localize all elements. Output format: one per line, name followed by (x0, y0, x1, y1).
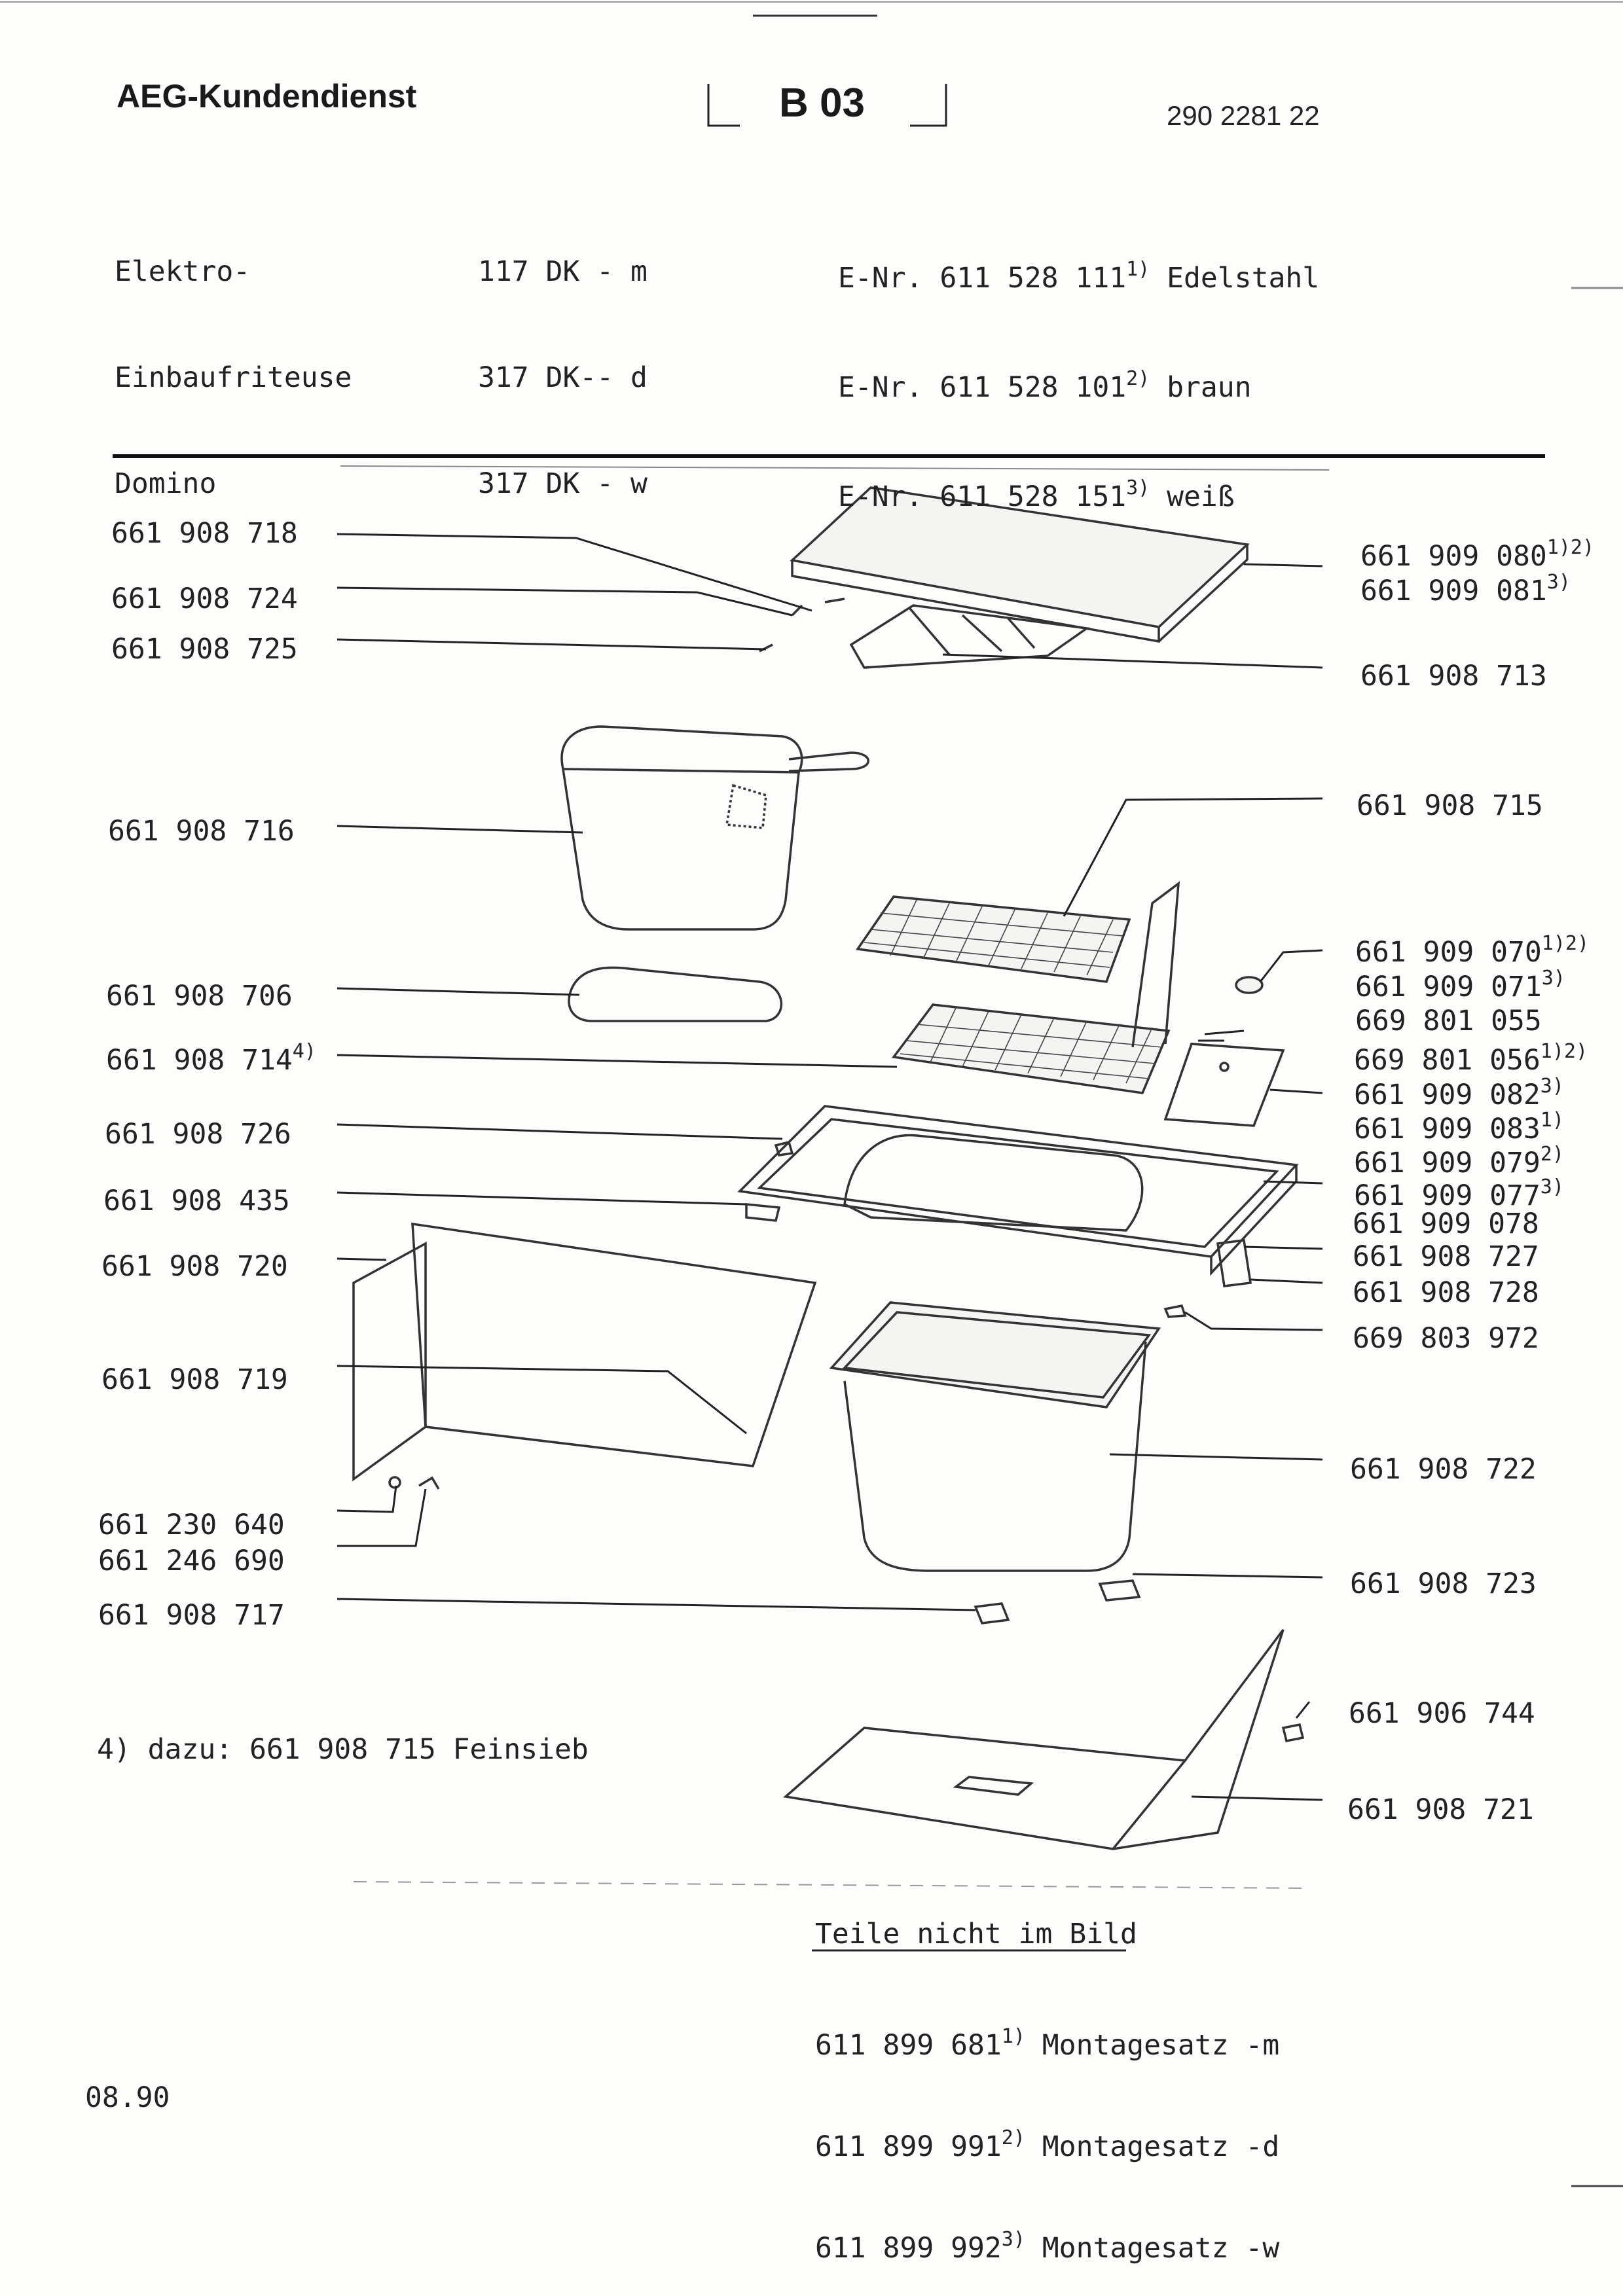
part-label: 661 909 0792) (1354, 1143, 1564, 1179)
part-label: 661 908 719 (101, 1363, 288, 1396)
section-code: B 03 (779, 81, 865, 126)
enr-list: E-Nr. 611 528 1111) Edelstahl E-Nr. 611 … (838, 258, 1320, 513)
part-label: 661 230 640 (98, 1509, 285, 1541)
switch-plate-part (1163, 1043, 1285, 1127)
doc-number: 290 2281 22 (1167, 100, 1320, 131)
part-label: 661 908 726 (105, 1118, 291, 1151)
part-label: 661 908 723 (1350, 1568, 1537, 1600)
bottom-cover-part (783, 1628, 1285, 1850)
part-label: 661 909 0801)2) (1360, 536, 1595, 573)
basket-part (560, 725, 869, 931)
part-label: 661 908 725 (111, 633, 298, 666)
left-leader-lines (337, 533, 976, 1611)
date-stamp: 08.90 (85, 2081, 170, 2114)
part-label: 661 908 727 (1353, 1240, 1539, 1273)
brand-title: AEG-Kundendienst (117, 78, 417, 115)
frame-part (737, 1105, 1299, 1276)
part-label: 661 908 724 (111, 583, 298, 615)
lid-holder-part (849, 604, 1090, 669)
back-panel-part (1131, 881, 1180, 1048)
lid-part (790, 486, 1250, 643)
footnote: 4) dazu: 661 908 715 Feinsieb (97, 1733, 589, 1766)
fine-sieve-part (855, 895, 1131, 983)
product-name: Elektro- Einbaufriteuse Domino (115, 255, 352, 500)
part-label: 661 909 078 (1353, 1208, 1539, 1240)
grid-sieve-part (891, 1003, 1171, 1094)
part-label: 661 909 0813) (1360, 571, 1571, 607)
part-label: 661 908 728 (1353, 1276, 1539, 1309)
part-label: 661 908 715 (1357, 789, 1543, 822)
part-label: 669 801 0561)2) (1354, 1040, 1588, 1077)
section-bracket-left (707, 84, 740, 127)
thermostat-part (1216, 1239, 1252, 1287)
valve-part (974, 1602, 1010, 1624)
screw-part (388, 1476, 401, 1489)
part-label: 661 908 7144) (106, 1040, 316, 1077)
part-label: 669 803 972 (1353, 1322, 1539, 1355)
bracket-part (1098, 1579, 1141, 1602)
part-label: 661 906 744 (1349, 1697, 1535, 1730)
side-panel-part (352, 1222, 817, 1482)
clip-part (1281, 1723, 1305, 1743)
not-pictured-list: 611 899 6811) Montagesatz -m 611 899 991… (815, 2025, 1280, 2265)
knob-part (1235, 976, 1264, 994)
part-label: 661 909 0831) (1354, 1109, 1564, 1145)
part-label: 661 908 717 (98, 1599, 285, 1632)
product-models: 117 DK - m 317 DK-- d 317 DK - w (478, 255, 647, 500)
not-pictured-title: Teile nicht im Bild (815, 1918, 1137, 1950)
part-label: 661 908 720 (101, 1250, 288, 1283)
section-bracket-right (910, 84, 947, 127)
part-label: 661 909 0823) (1354, 1075, 1564, 1111)
part-label: 661 908 716 (108, 815, 295, 848)
part-label: 661 909 0713) (1355, 967, 1565, 1003)
part-label: 661 908 722 (1350, 1453, 1537, 1486)
part-label: 661 908 435 (103, 1185, 290, 1217)
part-label: 661 909 0701)2) (1355, 932, 1590, 969)
filter-mat-part (568, 966, 783, 1022)
part-label: 661 246 690 (98, 1545, 285, 1577)
part-label: 661 908 721 (1347, 1793, 1534, 1826)
right-leader-lines (942, 563, 1323, 1801)
part-label: 669 801 055 (1355, 1005, 1542, 1037)
part-label: 661 908 706 (106, 980, 293, 1013)
part-label: 661 908 713 (1360, 660, 1547, 692)
fry-tank-part (829, 1301, 1161, 1572)
part-label: 661 908 718 (111, 517, 298, 550)
part-label: 661 909 0773) (1354, 1175, 1564, 1212)
